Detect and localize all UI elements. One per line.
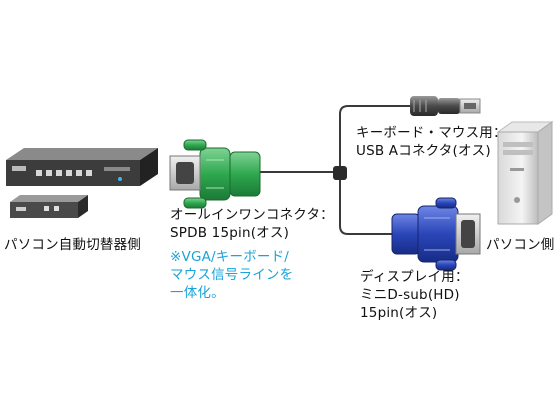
pc-tower-icon <box>496 121 554 225</box>
allinone-label-line1: オールインワンコネクタ： <box>170 207 334 223</box>
allinone-label-line2: SPDB 15pin(オス) <box>170 225 290 241</box>
note-line2: マウス信号ラインを <box>170 267 294 283</box>
note-line3: 一体化。 <box>170 285 225 301</box>
cable-junction <box>333 166 347 180</box>
display-label-line2: ミニD-sub(HD) <box>360 287 460 303</box>
usb-label-line2: USB Aコネクタ(オス) <box>356 143 491 159</box>
kvm-switch-compact-icon <box>10 195 88 218</box>
display-label-line1: ディスプレイ用： <box>360 269 469 285</box>
display-label-line3: 15pin(オス) <box>360 305 438 321</box>
switch-side-label: パソコン自動切替器側 <box>4 237 141 253</box>
usb-connector-icon <box>410 96 481 116</box>
kvm-switch-icon <box>6 148 158 186</box>
usb-connector-label: キーボード・マウス用： USB Aコネクタ(オス) <box>356 124 507 160</box>
usb-label-line1: キーボード・マウス用： <box>356 125 507 141</box>
signal-note: ※VGA/キーボード/ マウス信号ラインを 一体化。 <box>170 248 293 302</box>
pc-side-label: パソコン側 <box>486 237 555 253</box>
note-line1: ※VGA/キーボード/ <box>170 249 290 265</box>
vga-connector-icon <box>391 197 481 271</box>
cable <box>258 105 410 235</box>
display-connector-label: ディスプレイ用： ミニD-sub(HD) 15pin(オス) <box>360 268 469 322</box>
allinone-connector-label: オールインワンコネクタ： SPDB 15pin(オス) <box>170 206 334 242</box>
spdb-connector-icon <box>169 139 261 209</box>
